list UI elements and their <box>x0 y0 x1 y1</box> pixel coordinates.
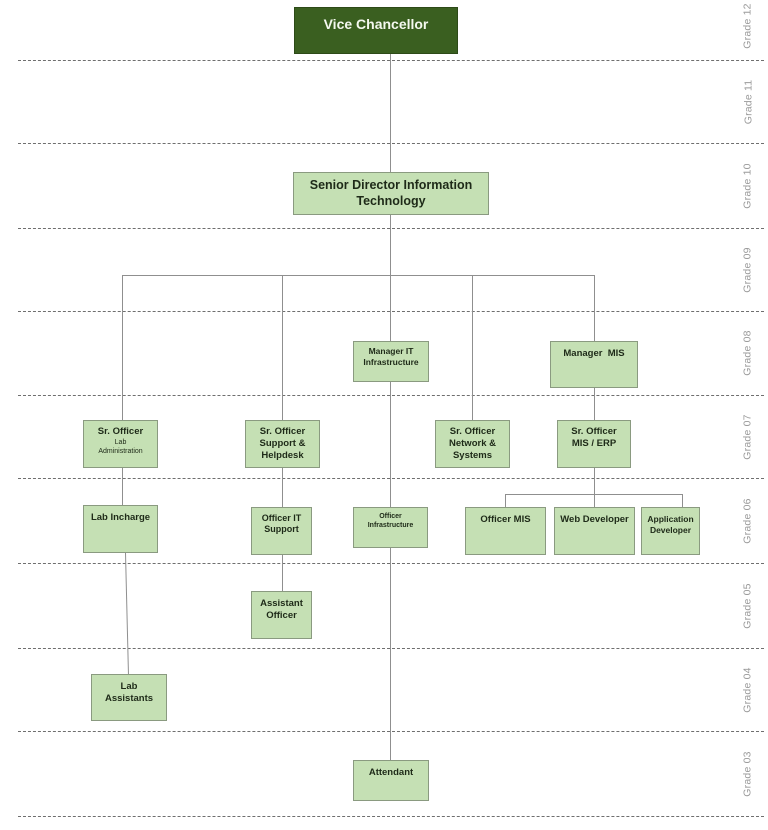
lab-incharge-title: Lab Incharge <box>90 512 151 523</box>
box-manager-mis[interactable]: Manager MIS <box>550 341 638 388</box>
sr-officer-lab-line3: Administration <box>98 448 143 456</box>
box-application-developer[interactable]: Application Developer <box>641 507 700 555</box>
sr-officer-mis-line2: MIS / ERP <box>571 437 617 449</box>
grade-label-08: Grade 08 <box>742 330 755 376</box>
grade-divider <box>18 228 764 229</box>
web-developer-title: Web Developer <box>560 514 629 525</box>
manager-it-infra-line1: Manager IT <box>368 346 414 356</box>
connector-lab-admin-to-incharge <box>122 468 123 505</box>
grade-label-05: Grade 05 <box>742 583 755 629</box>
grade-label-03: Grade 03 <box>742 751 755 797</box>
grade-divider <box>18 478 764 479</box>
officer-infra-line2: Infrastructure <box>367 522 414 530</box>
sr-officer-network-line3: Systems <box>452 449 493 461</box>
grade-label-04: Grade 04 <box>742 667 755 713</box>
grade-divider <box>18 648 764 649</box>
lab-assistants-line2: Assistants <box>104 692 154 704</box>
vice-chancellor-title: Vice Chancellor <box>323 16 429 32</box>
box-sr-officer-mis-erp[interactable]: Sr. Officer MIS / ERP <box>557 420 631 468</box>
connector-bus-to-network <box>472 275 473 420</box>
sr-officer-lab-line2: Lab <box>114 438 127 446</box>
box-sr-officer-network-systems[interactable]: Sr. Officer Network & Systems <box>435 420 510 468</box>
grade-divider <box>18 395 764 396</box>
app-developer-line1: Application <box>647 514 694 524</box>
connector-sr-mis-to-bus <box>594 468 595 494</box>
connector-director-bus <box>122 275 595 276</box>
box-sr-officer-lab-administration[interactable]: Sr. Officer Lab Administration <box>83 420 158 468</box>
grade-divider <box>18 816 764 817</box>
connector-bus-to-manager-mis <box>594 275 595 341</box>
senior-director-line2: Technology <box>356 193 426 208</box>
officer-it-support-line2: Support <box>264 524 299 535</box>
box-assistant-officer[interactable]: Assistant Officer <box>251 591 312 639</box>
sr-officer-support-line2: Support & <box>259 437 306 449</box>
connector-bus-to-lab-admin <box>122 275 123 420</box>
connector-infra-manager-to-officer <box>390 382 391 507</box>
officer-mis-title: Officer MIS <box>480 514 531 525</box>
grade-label-10: Grade 10 <box>742 163 755 209</box>
officer-it-support-line1: Officer IT <box>261 513 302 523</box>
connector-infra-officer-to-attendant <box>390 548 391 760</box>
manager-it-infra-line2: Infrastructure <box>363 356 419 367</box>
lab-assistants-line1: Lab <box>120 681 138 692</box>
grade-divider <box>18 60 764 61</box>
assistant-officer-line1: Assistant <box>260 598 303 609</box>
box-manager-it-infrastructure[interactable]: Manager IT Infrastructure <box>353 341 429 382</box>
grade-label-12: Grade 12 <box>742 3 755 49</box>
grade-divider <box>18 143 764 144</box>
grade-label-07: Grade 07 <box>742 414 755 460</box>
sr-officer-network-line1: Sr. Officer <box>449 426 496 437</box>
connector-to-officer-mis <box>505 494 506 507</box>
connector-director-trunk <box>390 215 391 341</box>
sr-officer-support-line3: Helpdesk <box>261 449 304 461</box>
box-officer-it-support[interactable]: Officer IT Support <box>251 507 312 555</box>
grade-divider <box>18 563 764 564</box>
grade-label-06: Grade 06 <box>742 498 755 544</box>
sr-officer-lab-line1: Sr. Officer <box>97 426 144 437</box>
attendant-title: Attendant <box>368 767 414 778</box>
grade-divider <box>18 311 764 312</box>
box-vice-chancellor[interactable]: Vice Chancellor <box>294 7 458 54</box>
connector-incharge-to-assistants <box>125 553 130 674</box>
sr-officer-mis-line1: Sr. Officer <box>571 426 617 437</box>
senior-director-line1: Senior Director Information <box>309 177 473 192</box>
officer-infra-line1: Officer <box>379 513 402 520</box>
box-senior-director-it[interactable]: Senior Director Information Technology <box>293 172 489 215</box>
box-sr-officer-support-helpdesk[interactable]: Sr. Officer Support & Helpdesk <box>245 420 320 468</box>
connector-support-to-it-officer <box>282 468 283 507</box>
box-lab-incharge[interactable]: Lab Incharge <box>83 505 158 553</box>
connector-bus-to-support <box>282 275 283 420</box>
app-developer-line2: Developer <box>649 524 692 535</box>
connector-to-web-developer <box>594 494 595 507</box>
grade-label-09: Grade 09 <box>742 247 755 293</box>
grade-divider <box>18 731 764 732</box>
connector-vc-to-director <box>390 54 391 172</box>
box-attendant[interactable]: Attendant <box>353 760 429 801</box>
sr-officer-network-line2: Network & <box>449 437 496 449</box>
connector-mis-team-bus <box>505 494 682 495</box>
connector-manager-mis-to-sr-mis <box>594 388 595 420</box>
box-lab-assistants[interactable]: Lab Assistants <box>91 674 167 721</box>
box-officer-mis[interactable]: Officer MIS <box>465 507 546 555</box>
box-officer-infrastructure[interactable]: Officer Infrastructure <box>353 507 428 548</box>
grade-label-11: Grade 11 <box>742 79 755 125</box>
assistant-officer-line2: Officer <box>266 609 297 621</box>
box-web-developer[interactable]: Web Developer <box>554 507 635 555</box>
connector-it-officer-to-assistant <box>282 555 283 591</box>
sr-officer-support-line1: Sr. Officer <box>259 426 306 437</box>
manager-mis-title: Manager MIS <box>563 348 625 359</box>
connector-to-app-developer <box>682 494 683 507</box>
